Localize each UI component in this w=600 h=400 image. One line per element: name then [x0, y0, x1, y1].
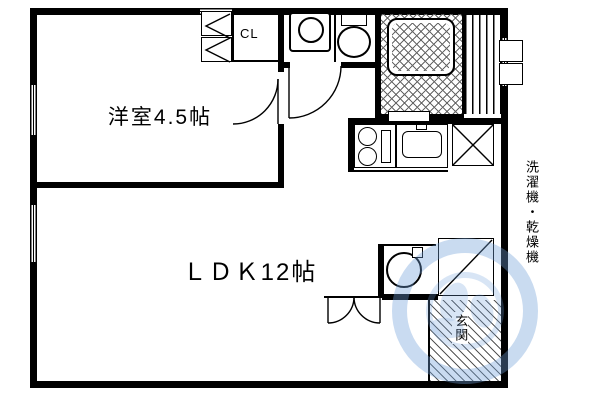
wall-bedroom-right-upper: [278, 8, 284, 72]
wall-top-right: [234, 8, 508, 15]
door-arc-icon: [288, 65, 342, 119]
wall-right-2: [501, 86, 508, 388]
kitchen-sink-bowl-icon: [402, 131, 442, 158]
bathtub-hatch: [392, 23, 450, 71]
window-icon: [30, 205, 37, 262]
door-header: [324, 296, 380, 298]
window-shutter-panel: [499, 40, 523, 62]
door-arc-icon: [327, 296, 355, 324]
shaft-partition: [462, 8, 465, 114]
toilet-partition: [334, 8, 336, 62]
entrance-label: 玄関: [452, 312, 469, 344]
door-arc-icon: [232, 78, 279, 125]
wall-washroom-bottom-a: [284, 62, 290, 68]
folding-door-icon: [204, 13, 232, 63]
nook-edge: [384, 244, 436, 246]
wall-bedroom-bottom: [30, 182, 284, 188]
faucet-icon: [416, 124, 427, 130]
wall-bottom: [30, 381, 508, 388]
wall-left-3: [30, 262, 37, 388]
wall-top-left: [30, 8, 200, 15]
washing-machine-box-icon: [412, 247, 423, 258]
stove-burner-icon: [358, 147, 377, 166]
kitchen-counter-edge: [348, 170, 448, 172]
wall-corridor: [378, 244, 384, 298]
wall-kitchen-left: [348, 118, 354, 172]
washer-pan-x: [452, 124, 494, 166]
wall-left-2: [30, 135, 37, 205]
wall-bath-left: [375, 8, 381, 120]
appliance-note: 洗濯機・乾燥機: [524, 160, 539, 265]
stove-burner-icon: [358, 127, 377, 146]
closet-partition-h: [232, 60, 280, 62]
closet-label: CL: [240, 26, 259, 41]
door-arc-icon: [353, 296, 381, 324]
washbasin-bowl-icon: [298, 17, 324, 43]
wall-entrance-top: [382, 294, 438, 300]
entrance-door-diagonal: [439, 239, 493, 295]
wall-right-1: [501, 8, 508, 38]
bathroom-sliding-door: [388, 111, 430, 122]
window-shutter-panel: [499, 63, 523, 85]
window-icon: [30, 85, 37, 135]
wall-left-1: [30, 8, 37, 85]
wall-bath-bottom-a: [375, 114, 390, 120]
entrance-edge: [428, 300, 430, 382]
wall-bedroom-right-lower: [278, 124, 284, 188]
wall-washroom-bottom-b: [341, 62, 375, 68]
toilet-tank-icon: [341, 14, 367, 26]
shaft-hatch-icon: [465, 14, 501, 114]
toilet-icon: [337, 26, 371, 58]
room-label-western: 洋室4.5帖: [107, 106, 213, 129]
wall-bath-bottom-b: [428, 114, 464, 120]
closet-partition-v: [232, 8, 234, 62]
window-icon: [501, 38, 508, 86]
bathtub-icon: [387, 18, 455, 76]
room-label-ldk: ＬＤＫ12帖: [182, 259, 318, 286]
washing-machine-icon: [386, 252, 422, 288]
stove-grill-icon: [381, 130, 391, 163]
